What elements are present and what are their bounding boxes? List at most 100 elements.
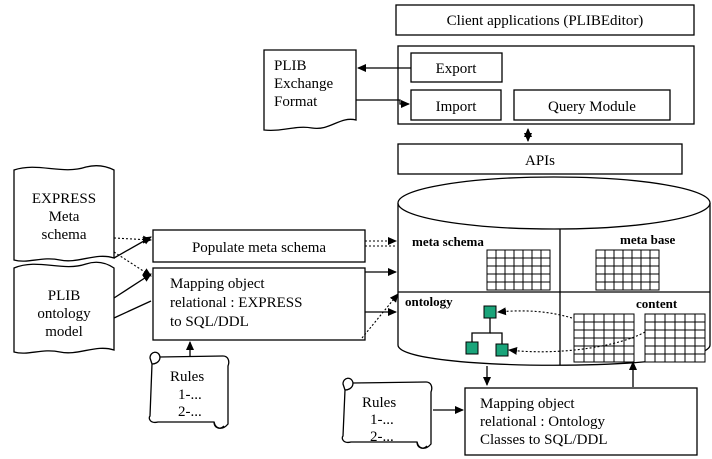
table-grid-cell [573, 329, 585, 339]
meta-base-table-grid [595, 249, 660, 291]
rules-bottom-line: 1-... [370, 412, 394, 428]
table-grid-cell [595, 281, 606, 291]
table-grid-cell [595, 265, 606, 275]
table-grid-cell [513, 265, 524, 275]
table-grid-cell [654, 345, 666, 355]
table-grid-cell [603, 329, 615, 339]
table-grid-cell [623, 345, 635, 355]
table-grid-cell [684, 353, 696, 363]
table-grid-cell [684, 345, 696, 355]
table-grid-cell [664, 321, 676, 331]
table-grid-cell [595, 273, 606, 283]
mapping-express-box: Mapping object relational : EXPRESS to S… [152, 267, 366, 341]
table-grid-cell [593, 321, 605, 331]
populate-meta-schema-box: Populate meta schema [152, 229, 366, 263]
table-grid-cell [622, 257, 633, 267]
table-grid-cell [531, 281, 542, 291]
table-grid-cell [664, 353, 676, 363]
plib-ontology-model-document: PLIB ontology model [13, 261, 115, 354]
table-grid-cell [623, 313, 635, 323]
table-grid-cell [513, 249, 524, 259]
table-grid-cell [654, 329, 666, 339]
plib-exchange-line: Format [274, 94, 318, 110]
table-grid-cell [694, 353, 706, 363]
table-grid-cell [649, 265, 660, 275]
table-grid-cell [504, 249, 515, 259]
table-grid-cell [694, 329, 706, 339]
table-grid-cell [522, 257, 533, 267]
rules-bottom-line: 2-... [370, 429, 394, 445]
table-grid-cell [694, 345, 706, 355]
rules-scroll-bottom: Rules 1-... 2-... [341, 377, 433, 449]
rules-left-line: 1-... [178, 387, 202, 403]
meta-dotted-connector [113, 251, 152, 277]
import-box: Import [410, 89, 502, 121]
meta-schema-table-grid [486, 249, 551, 291]
table-grid-cell [595, 249, 606, 259]
table-grid-cell [583, 321, 595, 331]
table-grid-cell [674, 321, 686, 331]
express-meta-schema-document: EXPRESS Meta schema [13, 165, 115, 262]
export-box: Export [410, 52, 503, 83]
table-grid-cell [622, 249, 633, 259]
table-grid-cell [540, 265, 551, 275]
table-grid-cell [664, 345, 676, 355]
table-grid-cell [531, 273, 542, 283]
table-grid-cell [684, 329, 696, 339]
table-grid-cell [694, 337, 706, 347]
query-module-box: Query Module [513, 89, 671, 121]
table-grid-cell [513, 281, 524, 291]
express-meta-line: Meta [49, 209, 80, 225]
table-grid-cell [583, 329, 595, 339]
apis-box: APIs [397, 143, 683, 175]
table-grid-cell [603, 353, 615, 363]
mapping-express-line: to SQL/DDL [170, 314, 249, 330]
table-grid-cell [593, 337, 605, 347]
table-grid-cell [495, 273, 506, 283]
plib-ontology-line: model [45, 324, 83, 340]
plib-exchange-line: PLIB [274, 58, 307, 74]
content-table-grid [644, 313, 706, 363]
table-grid-cell [540, 281, 551, 291]
table-grid-cell [674, 313, 686, 323]
table-grid-cell [631, 273, 642, 283]
table-grid-cell [644, 353, 656, 363]
table-grid-cell [603, 321, 615, 331]
table-grid-cell [674, 353, 686, 363]
content-label: content [636, 296, 678, 311]
rules-left-line: 2-... [178, 404, 202, 420]
table-grid-cell [640, 281, 651, 291]
mapping-ontology-line: relational : Ontology [480, 414, 605, 430]
table-grid-cell [486, 257, 497, 267]
ontology-class-node [483, 305, 497, 319]
table-grid-cell [613, 345, 625, 355]
table-grid-cell [595, 257, 606, 267]
content-table-grid [573, 313, 635, 363]
table-grid-cell [604, 281, 615, 291]
table-grid-cell [486, 249, 497, 259]
populate-meta-schema-label: Populate meta schema [192, 240, 326, 256]
content-to-ontology-dotted [508, 331, 646, 355]
table-grid-cell [504, 273, 515, 283]
ontology-class-hierarchy [465, 305, 509, 357]
table-grid-cell [613, 353, 625, 363]
ontology-label: ontology [405, 294, 453, 309]
mapping-ontology-box: Mapping object relational : Ontology Cla… [464, 387, 698, 456]
table-grid-cell [513, 257, 524, 267]
table-grid-cell [694, 321, 706, 331]
table-grid-cell [654, 313, 666, 323]
mapping-ontology-line: Classes to SQL/DDL [480, 432, 608, 448]
table-grid-cell [640, 265, 651, 275]
table-grid-cell [649, 273, 660, 283]
table-grid-cell [593, 313, 605, 323]
table-grid-cell [631, 281, 642, 291]
meta-to-mapping-connector [113, 236, 152, 259]
table-grid-cell [613, 265, 624, 275]
table-grid-cell [486, 273, 497, 283]
plib-exchange-line: Exchange [274, 76, 333, 92]
table-grid-cell [604, 249, 615, 259]
table-grid-cell [522, 265, 533, 275]
table-grid-cell [504, 281, 515, 291]
table-grid-cell [664, 337, 676, 347]
import-arrow [356, 99, 410, 108]
